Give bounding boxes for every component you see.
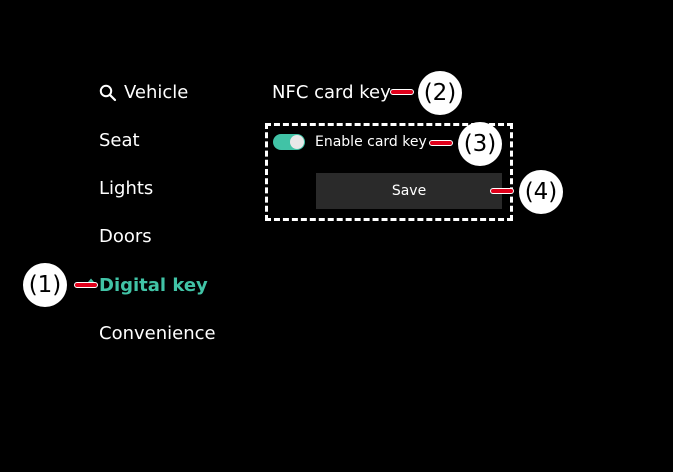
highlight-box <box>265 123 513 221</box>
save-button[interactable]: Save <box>316 173 502 209</box>
sidebar-item-convenience[interactable]: Convenience <box>99 323 216 344</box>
toggle-label: Enable card key <box>315 134 427 150</box>
sidebar-item-digital-key[interactable]: Digital key <box>99 275 208 296</box>
callout-badge-4: (4) <box>519 170 563 214</box>
callout-line-3 <box>429 140 453 146</box>
sidebar-item-lights[interactable]: Lights <box>99 178 154 199</box>
sidebar-item-seat[interactable]: Seat <box>99 130 140 151</box>
toggle-knob <box>290 135 304 149</box>
enable-card-key-toggle[interactable] <box>273 134 305 150</box>
sidebar-item-doors[interactable]: Doors <box>99 226 152 247</box>
callout-line-4 <box>490 188 514 194</box>
search-icon[interactable] <box>99 84 117 102</box>
callout-badge-2: (2) <box>418 71 462 115</box>
callout-badge-3: (3) <box>458 122 502 166</box>
sidebar-item-vehicle[interactable]: Vehicle <box>124 82 189 103</box>
callout-line-2 <box>390 89 414 95</box>
page-title: NFC card key <box>272 82 391 103</box>
callout-line-1 <box>74 282 98 288</box>
callout-badge-1: (1) <box>23 263 67 307</box>
